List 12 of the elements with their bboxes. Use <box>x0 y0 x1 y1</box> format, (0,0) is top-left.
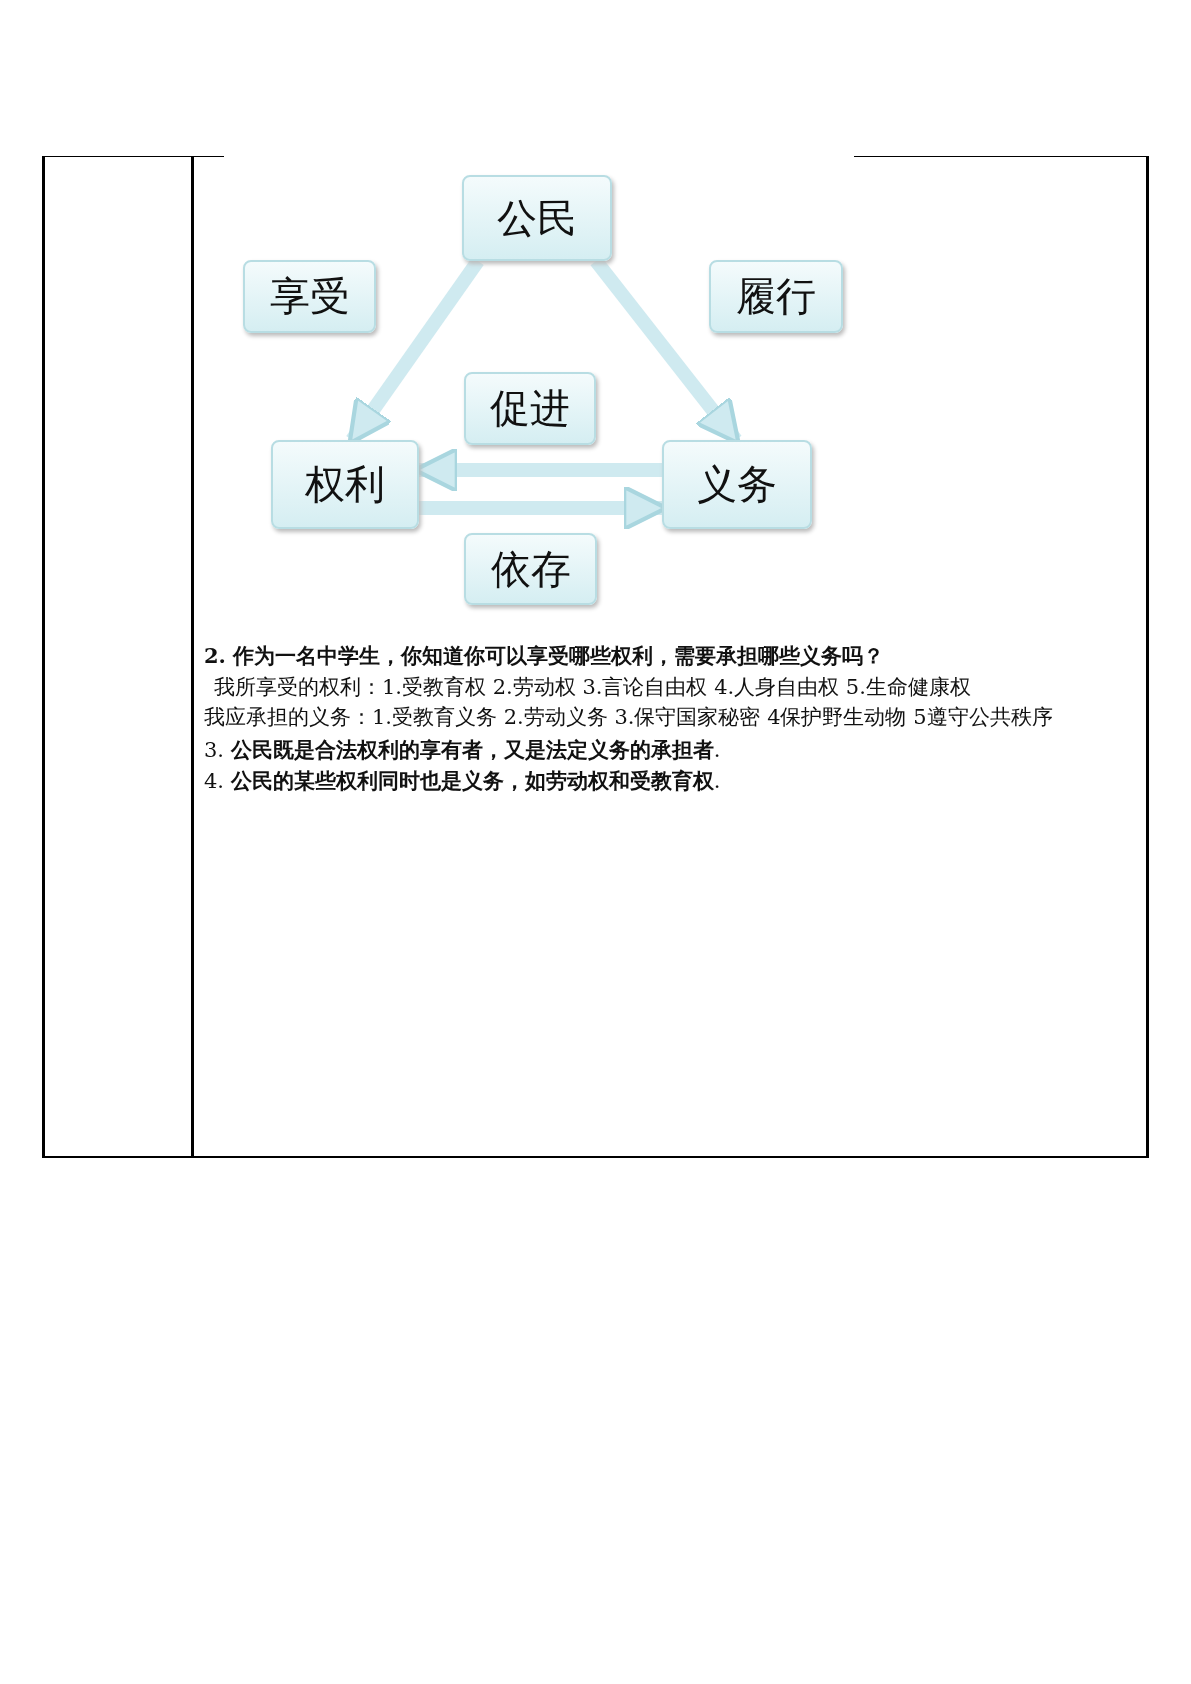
text-line: 2. 作为一名中学生，你知道你可以享受哪些权利，需要承担哪些义务吗？ <box>204 642 885 670</box>
text-line: 我所享受的权利：1.受教育权 2.劳动权 3.言论自由权 4.人身自由权 5.生命健康权 <box>214 674 971 701</box>
label-box: 享受 <box>243 260 376 333</box>
text-line: 3. 公民既是合法权利的享有者，又是法定义务的承担者. <box>204 736 721 764</box>
label-box: 履行 <box>709 260 843 333</box>
concept-box: 权利 <box>271 440 419 529</box>
text-line: 4. 公民的某些权利同时也是义务，如劳动权和受教育权. <box>204 767 721 795</box>
concept-box: 公民 <box>462 175 612 261</box>
label-box: 依存 <box>464 533 597 605</box>
text-line: 我应承担的义务：1.受教育义务 2.劳动义务 3.保守国家秘密 4保护野生动物 5遵守公共秩序 <box>204 704 1053 731</box>
label-box: 促进 <box>464 372 596 445</box>
concept-box: 义务 <box>662 440 812 529</box>
